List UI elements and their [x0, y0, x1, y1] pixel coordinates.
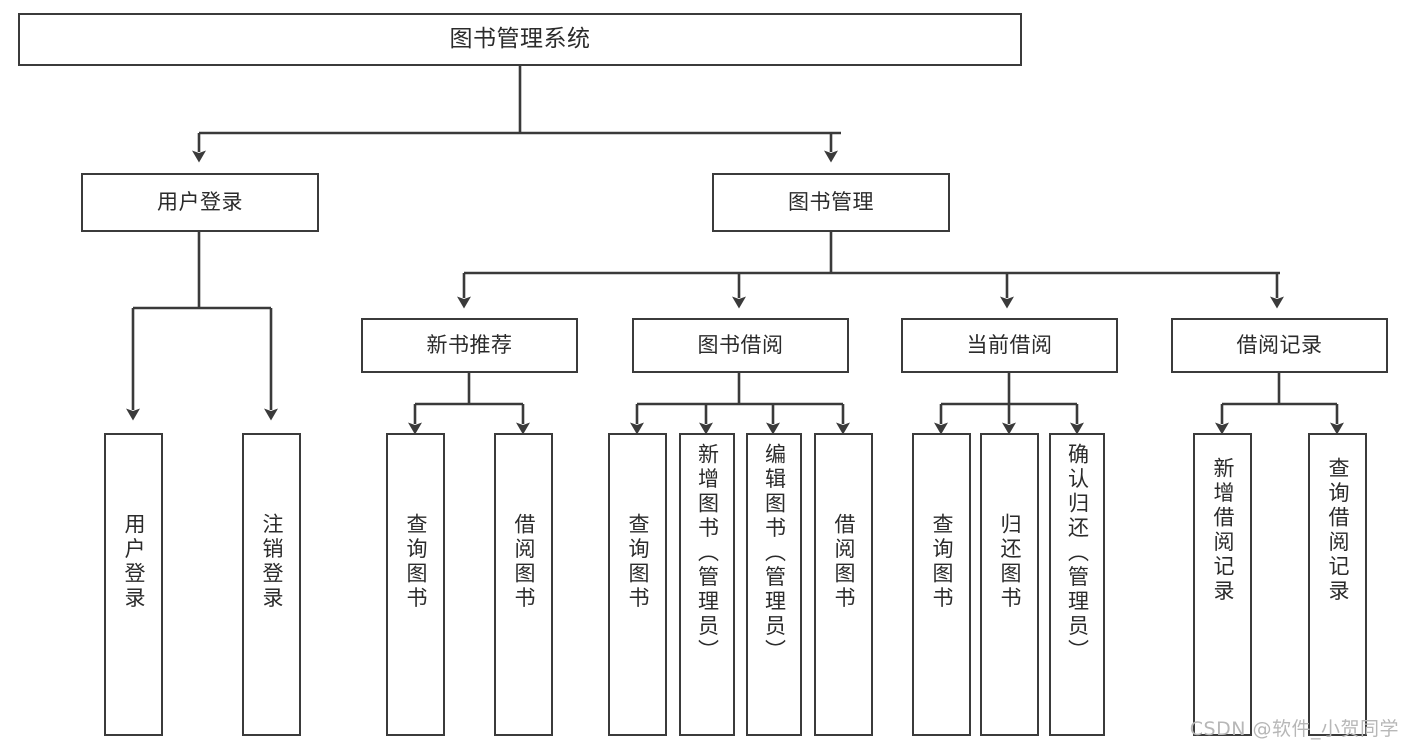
node-leaf-add-record-label: 新增借阅记录	[1211, 457, 1235, 604]
node-leaf-return-book[interactable]: 归还图书	[980, 433, 1039, 736]
node-book-borrow-label: 图书借阅	[697, 333, 784, 358]
node-book-borrow[interactable]: 图书借阅	[632, 318, 849, 373]
node-user-login[interactable]: 用户登录	[81, 173, 319, 232]
node-current-borrow[interactable]: 当前借阅	[901, 318, 1118, 373]
node-leaf-user-logout-label: 注销登录	[260, 513, 284, 611]
wire-newbook-to-leaves	[408, 373, 530, 435]
node-current-borrow-label: 当前借阅	[966, 333, 1053, 358]
node-leaf-edit-book-label: 编辑图书（管理员）	[762, 443, 787, 664]
node-leaf-add-record[interactable]: 新增借阅记录	[1193, 433, 1252, 736]
node-leaf-add-book[interactable]: 新增图书（管理员）	[679, 433, 735, 736]
node-leaf-query-book-2[interactable]: 查询图书	[608, 433, 667, 736]
node-leaf-query-record-label: 查询借阅记录	[1326, 457, 1350, 604]
wire-root-to-level2	[192, 66, 841, 163]
wire-bookmanage-to-level3	[457, 232, 1284, 309]
watermark-text: CSDN @软件_小贺同学	[1189, 718, 1399, 740]
node-leaf-query-book-1-label: 查询图书	[404, 513, 428, 611]
node-leaf-borrow-book-2-label: 借阅图书	[832, 513, 856, 611]
node-user-login-label: 用户登录	[157, 190, 243, 215]
node-book-manage[interactable]: 图书管理	[712, 173, 950, 232]
node-leaf-edit-book[interactable]: 编辑图书（管理员）	[746, 433, 802, 736]
wire-bookborrow-to-leaves	[630, 373, 850, 435]
node-leaf-query-book-3-label: 查询图书	[930, 513, 954, 611]
node-new-book-recommend-label: 新书推荐	[426, 333, 513, 358]
node-leaf-confirm-return[interactable]: 确认归还（管理员）	[1049, 433, 1105, 736]
node-leaf-borrow-book-2[interactable]: 借阅图书	[814, 433, 873, 736]
node-leaf-add-book-label: 新增图书（管理员）	[695, 443, 720, 664]
node-book-manage-label: 图书管理	[788, 190, 874, 215]
wire-currentborrow-to-leaves	[934, 373, 1084, 435]
node-leaf-return-book-label: 归还图书	[998, 513, 1022, 611]
node-root-label: 图书管理系统	[449, 26, 591, 53]
node-leaf-query-book-3[interactable]: 查询图书	[912, 433, 971, 736]
node-leaf-confirm-return-label: 确认归还（管理员）	[1065, 443, 1090, 664]
node-borrow-record-label: 借阅记录	[1236, 333, 1323, 358]
node-borrow-record[interactable]: 借阅记录	[1171, 318, 1388, 373]
node-new-book-recommend[interactable]: 新书推荐	[361, 318, 578, 373]
node-leaf-user-logout[interactable]: 注销登录	[242, 433, 301, 736]
wire-borrowrecord-to-leaves	[1215, 373, 1344, 435]
node-leaf-query-record[interactable]: 查询借阅记录	[1308, 433, 1367, 736]
node-root[interactable]: 图书管理系统	[18, 13, 1022, 66]
node-leaf-query-book-2-label: 查询图书	[626, 513, 650, 611]
node-leaf-borrow-book-1[interactable]: 借阅图书	[494, 433, 553, 736]
node-leaf-borrow-book-1-label: 借阅图书	[512, 513, 536, 611]
node-leaf-user-login-label: 用户登录	[122, 513, 146, 611]
wire-userlogin-to-leaves	[126, 232, 278, 421]
node-leaf-user-login[interactable]: 用户登录	[104, 433, 163, 736]
node-leaf-query-book-1[interactable]: 查询图书	[386, 433, 445, 736]
